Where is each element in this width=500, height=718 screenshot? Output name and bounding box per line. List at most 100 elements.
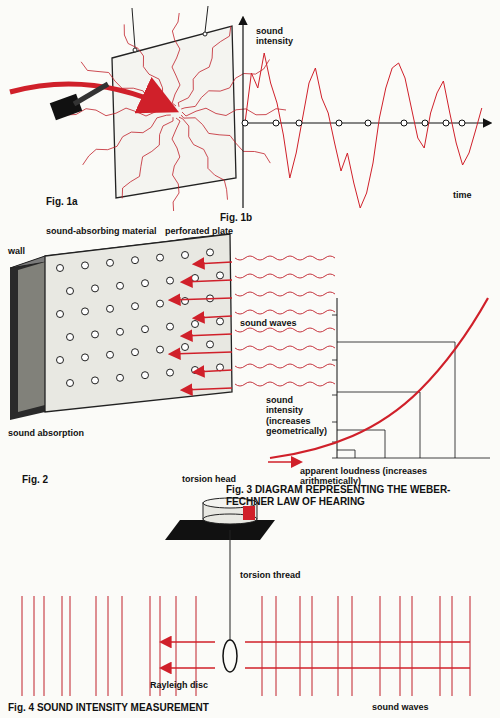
hole bbox=[192, 275, 199, 282]
wavefront bbox=[276, 596, 277, 696]
hole bbox=[132, 349, 139, 356]
sound-wave bbox=[235, 382, 335, 386]
part-label: sound intensity bbox=[256, 26, 308, 47]
wave-arrow bbox=[195, 262, 232, 264]
wavefront bbox=[470, 596, 471, 696]
sound-wave bbox=[235, 256, 335, 260]
sound-wave bbox=[235, 292, 335, 296]
part-label: torsion thread bbox=[240, 570, 340, 580]
part-label: sound absorption bbox=[8, 428, 128, 438]
hole bbox=[182, 252, 189, 259]
wavefront bbox=[300, 596, 301, 696]
hole bbox=[142, 372, 149, 379]
part-label: perforated plate bbox=[165, 226, 265, 236]
waveform-chart bbox=[242, 18, 490, 208]
figure-caption: Fig. 4 SOUND INTENSITY MEASUREMENT bbox=[8, 702, 248, 714]
weber-fechner-chart bbox=[268, 298, 490, 462]
wavefront bbox=[44, 596, 45, 696]
hole bbox=[67, 380, 74, 387]
hole bbox=[67, 288, 74, 295]
grid-line bbox=[420, 392, 421, 458]
sound-wave bbox=[235, 346, 335, 350]
hole bbox=[92, 377, 99, 384]
part-label: sound waves bbox=[372, 702, 462, 712]
wavefront bbox=[122, 596, 123, 696]
wavefront bbox=[70, 596, 71, 696]
part-label: sound waves bbox=[240, 318, 320, 328]
hole bbox=[217, 272, 224, 279]
hole bbox=[167, 323, 174, 330]
wavefront bbox=[380, 596, 381, 696]
hole bbox=[157, 346, 164, 353]
wavefront bbox=[440, 596, 441, 696]
figure-caption: Fig. 3 DIAGRAM REPRESENTING THE WEBER-FE… bbox=[226, 484, 496, 507]
wavefront bbox=[108, 596, 109, 696]
hole bbox=[82, 354, 89, 361]
hole bbox=[167, 277, 174, 284]
zero-crossing bbox=[296, 120, 302, 126]
hole bbox=[132, 303, 139, 310]
hole bbox=[57, 311, 64, 318]
hole bbox=[132, 257, 139, 264]
wavefront bbox=[400, 596, 401, 696]
hole bbox=[92, 331, 99, 338]
figure-caption: Fig. 2 bbox=[22, 474, 82, 486]
part-label: apparent loudness (increases arithmetica… bbox=[300, 466, 490, 487]
zero-crossing bbox=[401, 120, 407, 126]
hole bbox=[67, 334, 74, 341]
hole bbox=[167, 369, 174, 376]
hole bbox=[82, 262, 89, 269]
hole bbox=[182, 298, 189, 305]
part-label: Rayleigh disc bbox=[150, 680, 230, 690]
wavefront bbox=[22, 596, 23, 696]
hole bbox=[117, 282, 124, 289]
part-label: wall bbox=[8, 246, 48, 256]
figure-caption: Fig. 1b bbox=[220, 212, 280, 224]
sound-wave bbox=[235, 364, 335, 368]
hole bbox=[57, 357, 64, 364]
vibration-ray bbox=[181, 115, 270, 163]
wave-arrow bbox=[195, 316, 232, 318]
wave-arrow bbox=[195, 370, 232, 372]
wavefront bbox=[262, 596, 263, 696]
wave-arrow bbox=[171, 298, 232, 300]
zero-crossing bbox=[443, 120, 449, 126]
vibration-ray bbox=[172, 118, 180, 211]
hole bbox=[117, 328, 124, 335]
grid-line bbox=[455, 342, 456, 458]
vibration-ray bbox=[83, 115, 171, 165]
grid-line bbox=[337, 430, 385, 431]
sound-wave bbox=[235, 310, 335, 314]
hole bbox=[142, 326, 149, 333]
wavefront bbox=[338, 596, 339, 696]
hole bbox=[107, 259, 114, 266]
zero-crossing bbox=[365, 120, 371, 126]
grid-line bbox=[385, 430, 386, 458]
hole bbox=[92, 285, 99, 292]
hole bbox=[57, 265, 64, 272]
zero-crossing bbox=[336, 120, 342, 126]
grid-line bbox=[355, 450, 356, 458]
hole bbox=[107, 351, 114, 358]
tick bbox=[332, 422, 337, 423]
zero-crossing bbox=[422, 120, 428, 126]
hole bbox=[157, 300, 164, 307]
hole bbox=[117, 374, 124, 381]
hole bbox=[207, 249, 214, 256]
hole bbox=[142, 280, 149, 287]
wavefront bbox=[412, 596, 413, 696]
sound-wave bbox=[235, 328, 335, 332]
grid-line bbox=[337, 450, 355, 451]
wave-arrow bbox=[183, 388, 232, 390]
grid-line bbox=[337, 342, 455, 343]
hole bbox=[192, 321, 199, 328]
wavefront bbox=[62, 596, 63, 696]
tick bbox=[332, 458, 337, 459]
plate-figure bbox=[10, 6, 286, 211]
zero-crossing bbox=[459, 120, 465, 126]
absorber-figure bbox=[10, 234, 335, 420]
zero-crossing bbox=[273, 120, 279, 126]
hole bbox=[217, 318, 224, 325]
